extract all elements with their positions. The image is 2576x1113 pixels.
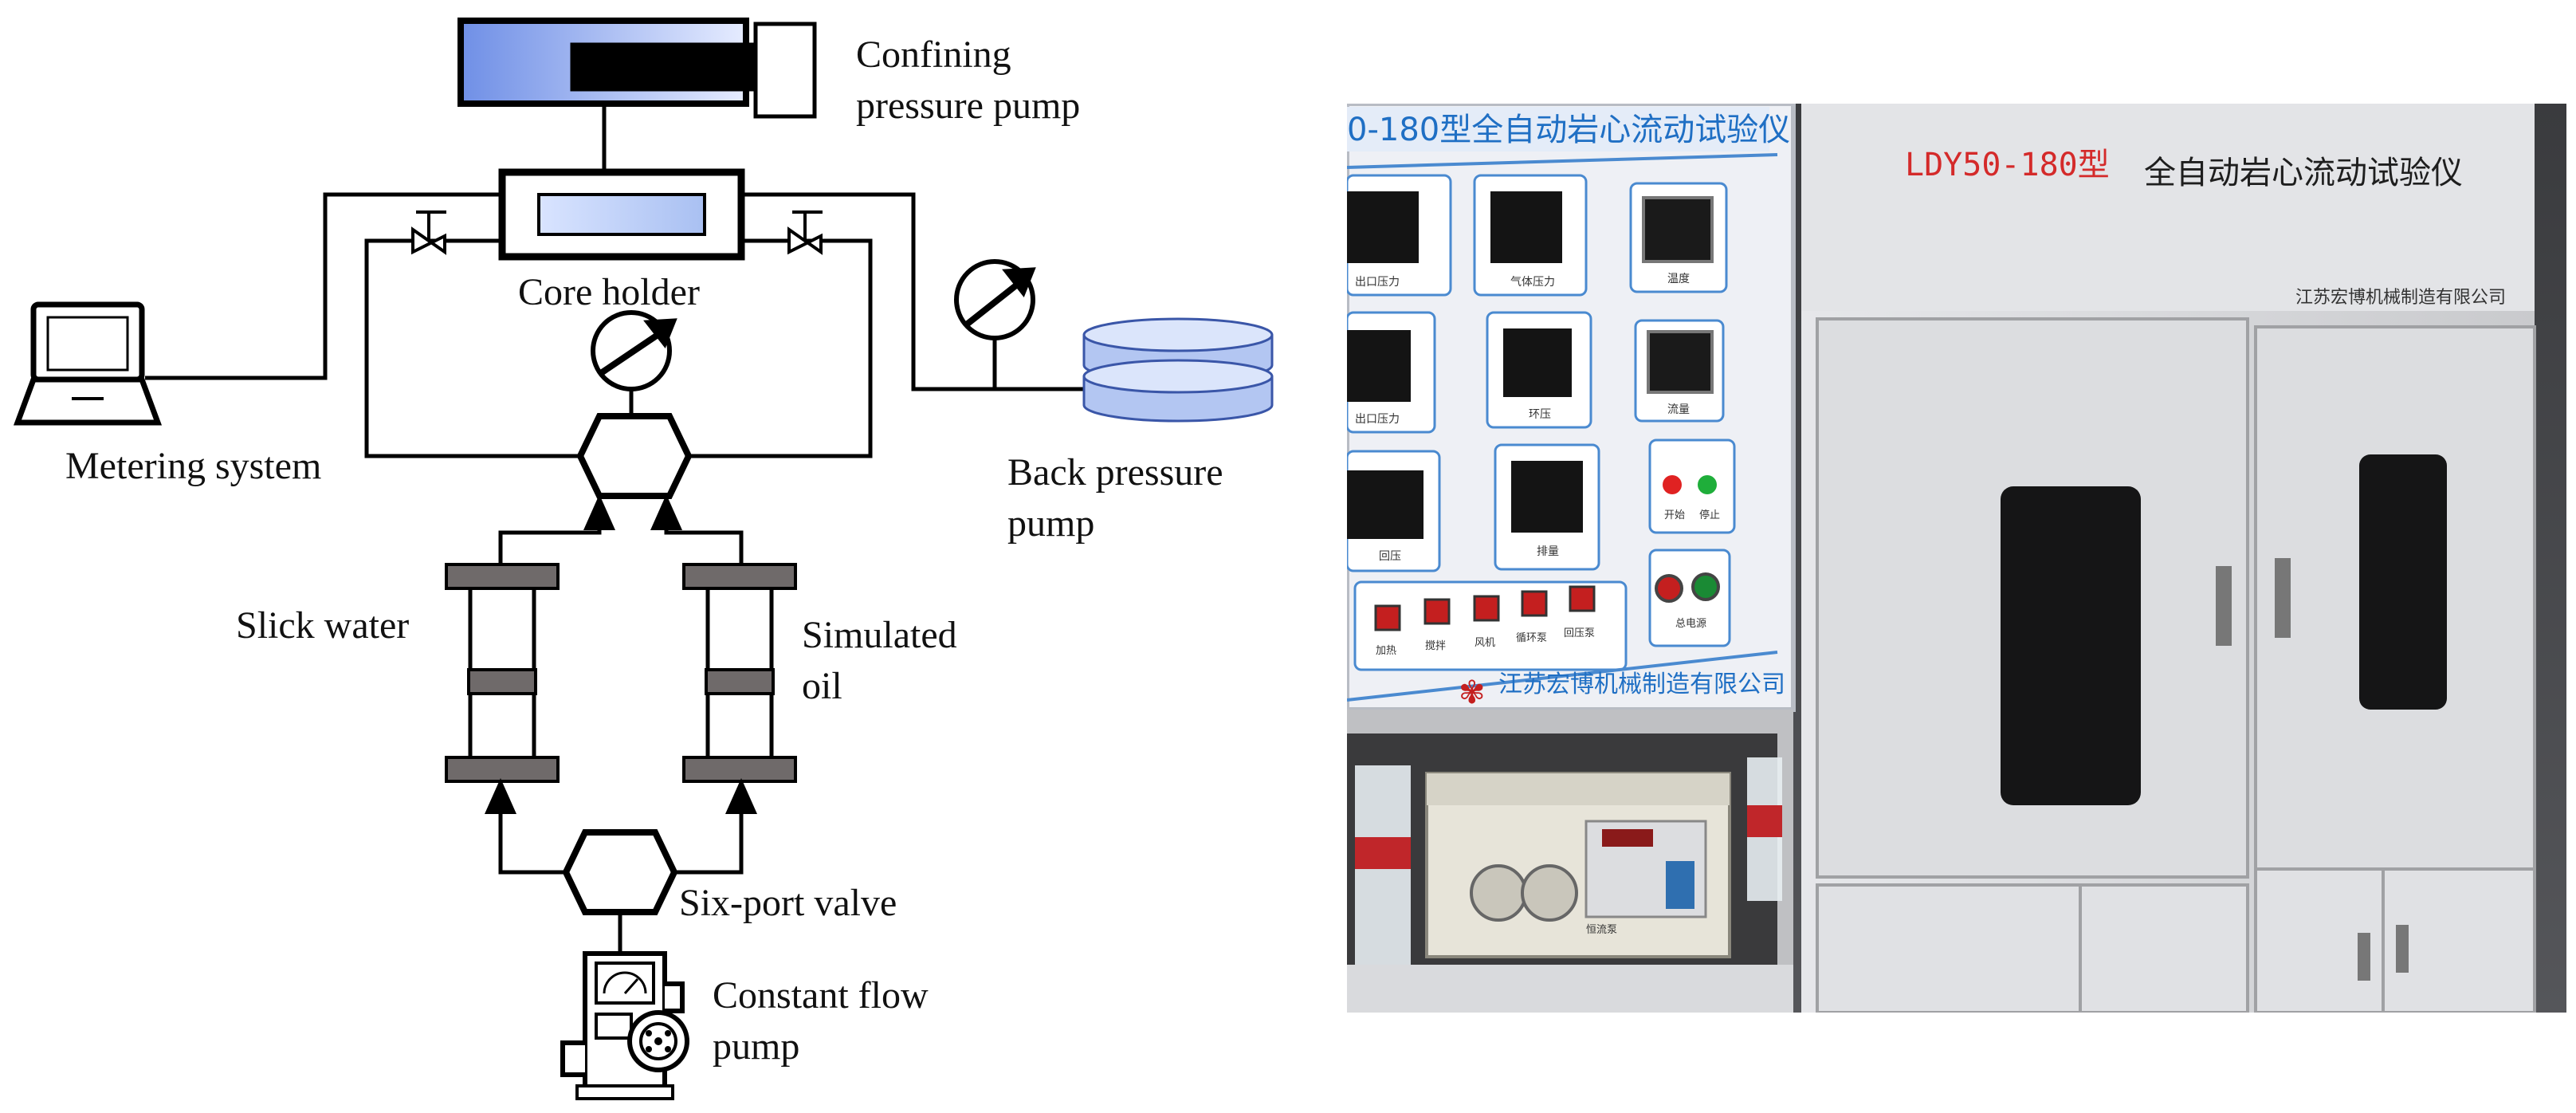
- schematic-diagram: Confining pressure pump Core holder Mete…: [13, 18, 1274, 1100]
- simulated-oil-label-1: Simulated: [802, 614, 957, 656]
- six-port-valve: [562, 829, 678, 954]
- controller-7: 回压: [1347, 450, 1441, 572]
- svg-text:循环泵: 循环泵: [1516, 632, 1547, 644]
- left-door-window: [2001, 486, 2141, 805]
- left-door-handle: [2216, 566, 2232, 646]
- svg-text:恒流泵: 恒流泵: [1586, 924, 1617, 936]
- cylinder-inlet-lines: [485, 778, 757, 875]
- svg-text:风机: 风机: [1475, 637, 1495, 649]
- slick-water-cylinder: [445, 563, 560, 783]
- right-door-window: [2359, 454, 2447, 710]
- constant-flow-label-1: Constant flow: [713, 974, 929, 1017]
- svg-text:环压: 环压: [1529, 408, 1551, 421]
- back-pressure-label-2: pump: [1007, 502, 1094, 545]
- cabinet-title-text: 全自动岩心流动试验仪: [2144, 155, 2463, 191]
- lower-bay: 恒流泵: [1347, 710, 1793, 1013]
- controller-3: 温度: [1629, 182, 1728, 293]
- controller-6: 流量: [1634, 319, 1725, 423]
- laptop-icon: [13, 301, 163, 426]
- upper-six-port-valve: [576, 386, 693, 499]
- svg-text:出口压力: 出口压力: [1355, 276, 1400, 289]
- confining-pump-label-2: pressure pump: [856, 85, 1080, 127]
- svg-text:气体压力: 气体压力: [1510, 276, 1555, 289]
- svg-text:加热: 加热: [1376, 645, 1396, 657]
- svg-text:温度: 温度: [1667, 273, 1690, 285]
- svg-text:出口压力: 出口压力: [1355, 413, 1400, 426]
- back-pressure-label-1: Back pressure: [1007, 451, 1223, 494]
- power-switch: 总电源: [1648, 549, 1731, 647]
- equipment-photo: 0-180型全自动岩心流动试验仪 出口压力 气体压力 温度 出口压力 环压: [1347, 104, 2566, 1013]
- svg-text:搅拌: 搅拌: [1425, 639, 1446, 652]
- svg-text:流量: 流量: [1667, 403, 1690, 416]
- svg-text:排量: 排量: [1537, 545, 1559, 558]
- svg-text:停止: 停止: [1699, 509, 1720, 521]
- slick-water-label: Slick water: [236, 604, 409, 647]
- controller-2: 气体压力: [1473, 174, 1588, 297]
- main-cabinet: LDY50-180型 全自动岩心流动试验仪 江苏宏博机械制造有限公司: [1801, 104, 2536, 1013]
- indicator-lights: 开始 停止: [1648, 439, 1736, 534]
- right-door-handle: [2275, 558, 2291, 638]
- inlet-valve: [411, 210, 446, 255]
- metering-system-label: Metering system: [65, 445, 321, 487]
- svg-text:回压: 回压: [1379, 550, 1401, 563]
- differential-pressure-gauge: [591, 310, 677, 391]
- button-row: 加热 搅拌 风机 循环泵 回压泵: [1353, 580, 1628, 671]
- outlet-valve: [787, 210, 823, 255]
- six-port-valve-label: Six-port valve: [679, 882, 897, 924]
- simulated-oil-label-2: oil: [802, 665, 842, 707]
- panel-company-name: 江苏宏博机械制造有限公司: [1498, 671, 1785, 698]
- constant-flow-label-2: pump: [713, 1025, 799, 1068]
- constant-flow-pump-device: 恒流泵: [1425, 772, 1731, 958]
- svg-text:总电源: 总电源: [1675, 618, 1706, 630]
- controller-5: 环压: [1486, 311, 1592, 429]
- core-holder: [498, 168, 745, 261]
- cabinet-title-model: LDY50-180型: [1905, 147, 2110, 183]
- control-panel: 0-180型全自动岩心流动试验仪 出口压力 气体压力 温度 出口压力 环压: [1347, 104, 1796, 712]
- svg-text:回压泵: 回压泵: [1564, 627, 1595, 639]
- core-holder-label: Core holder: [518, 271, 700, 313]
- controller-8: 排量: [1494, 443, 1600, 571]
- left-panel-title: 0-180型全自动岩心流动试验仪: [1347, 112, 1790, 148]
- logo-mark: ✾: [1459, 674, 1486, 710]
- cylinder-outlet-lines: [498, 494, 744, 566]
- simulated-oil-cylinder: [682, 563, 797, 783]
- red-light-icon: [1663, 475, 1682, 494]
- back-pressure-gauge: [954, 259, 1036, 340]
- controller-4: 出口压力: [1347, 311, 1436, 434]
- back-pressure-pump: [1082, 317, 1274, 423]
- green-light-icon: [1698, 475, 1717, 494]
- constant-flow-pump: [560, 951, 689, 1100]
- confining-pump-label-1: Confining: [856, 33, 1011, 76]
- confining-pressure-pump: [457, 18, 817, 169]
- controller-1: 出口压力: [1347, 174, 1452, 297]
- svg-text:开始: 开始: [1664, 509, 1685, 521]
- cabinet-company-name: 江苏宏博机械制造有限公司: [2295, 288, 2506, 308]
